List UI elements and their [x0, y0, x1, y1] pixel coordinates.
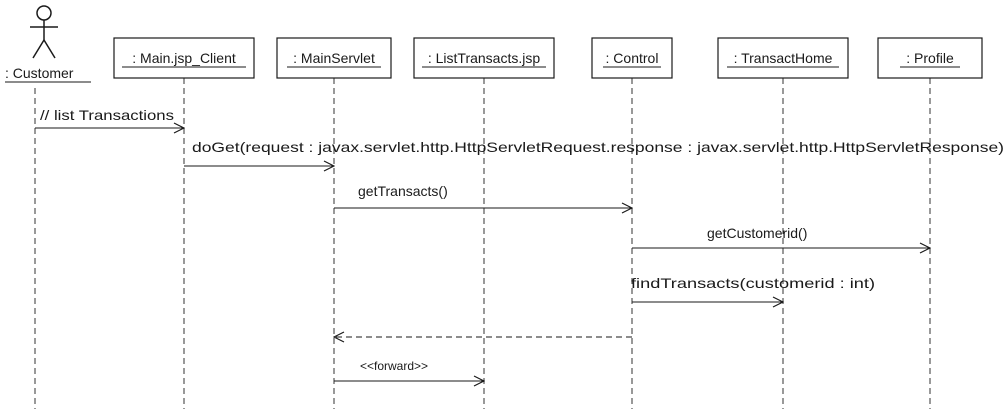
object-transact-home: : TransactHome	[717, 37, 849, 79]
object-label: : Profile	[906, 50, 954, 66]
message-label: findTransacts(customerid : int)	[631, 275, 875, 291]
message-label: // list Transactions	[40, 107, 174, 123]
object-list-transacts-jsp: : ListTransacts.jsp	[413, 37, 555, 79]
message-get-customerid: getCustomerid()	[632, 225, 930, 248]
message-list-transactions: // list Transactions	[35, 107, 184, 128]
message-forward: <<forward>>	[334, 359, 484, 381]
message-find-transacts: findTransacts(customerid : int)	[631, 275, 875, 302]
object-label: : TransactHome	[734, 50, 833, 66]
object-profile: : Profile	[877, 37, 983, 79]
object-label: : Control	[606, 50, 659, 66]
message-do-get: doGet(request : javax.servlet.http.HttpS…	[184, 139, 1004, 166]
actor-customer: : Customer	[5, 5, 91, 83]
object-label: : MainServlet	[293, 50, 375, 66]
message-label: getCustomerid()	[707, 225, 807, 241]
message-label: doGet(request : javax.servlet.http.HttpS…	[192, 139, 1004, 155]
message-get-transacts: getTransacts()	[334, 183, 632, 208]
object-label: : Main.jsp_Client	[132, 50, 236, 66]
object-main-servlet: : MainServlet	[276, 37, 392, 79]
object-control: : Control	[591, 37, 673, 79]
actor-label-customer: : Customer	[5, 65, 74, 81]
object-main-jsp-client: : Main.jsp_Client	[113, 37, 255, 79]
message-label: getTransacts()	[358, 183, 448, 199]
stick-figure-icon	[30, 5, 58, 59]
object-label: : ListTransacts.jsp	[428, 50, 541, 66]
message-label: <<forward>>	[360, 359, 428, 373]
